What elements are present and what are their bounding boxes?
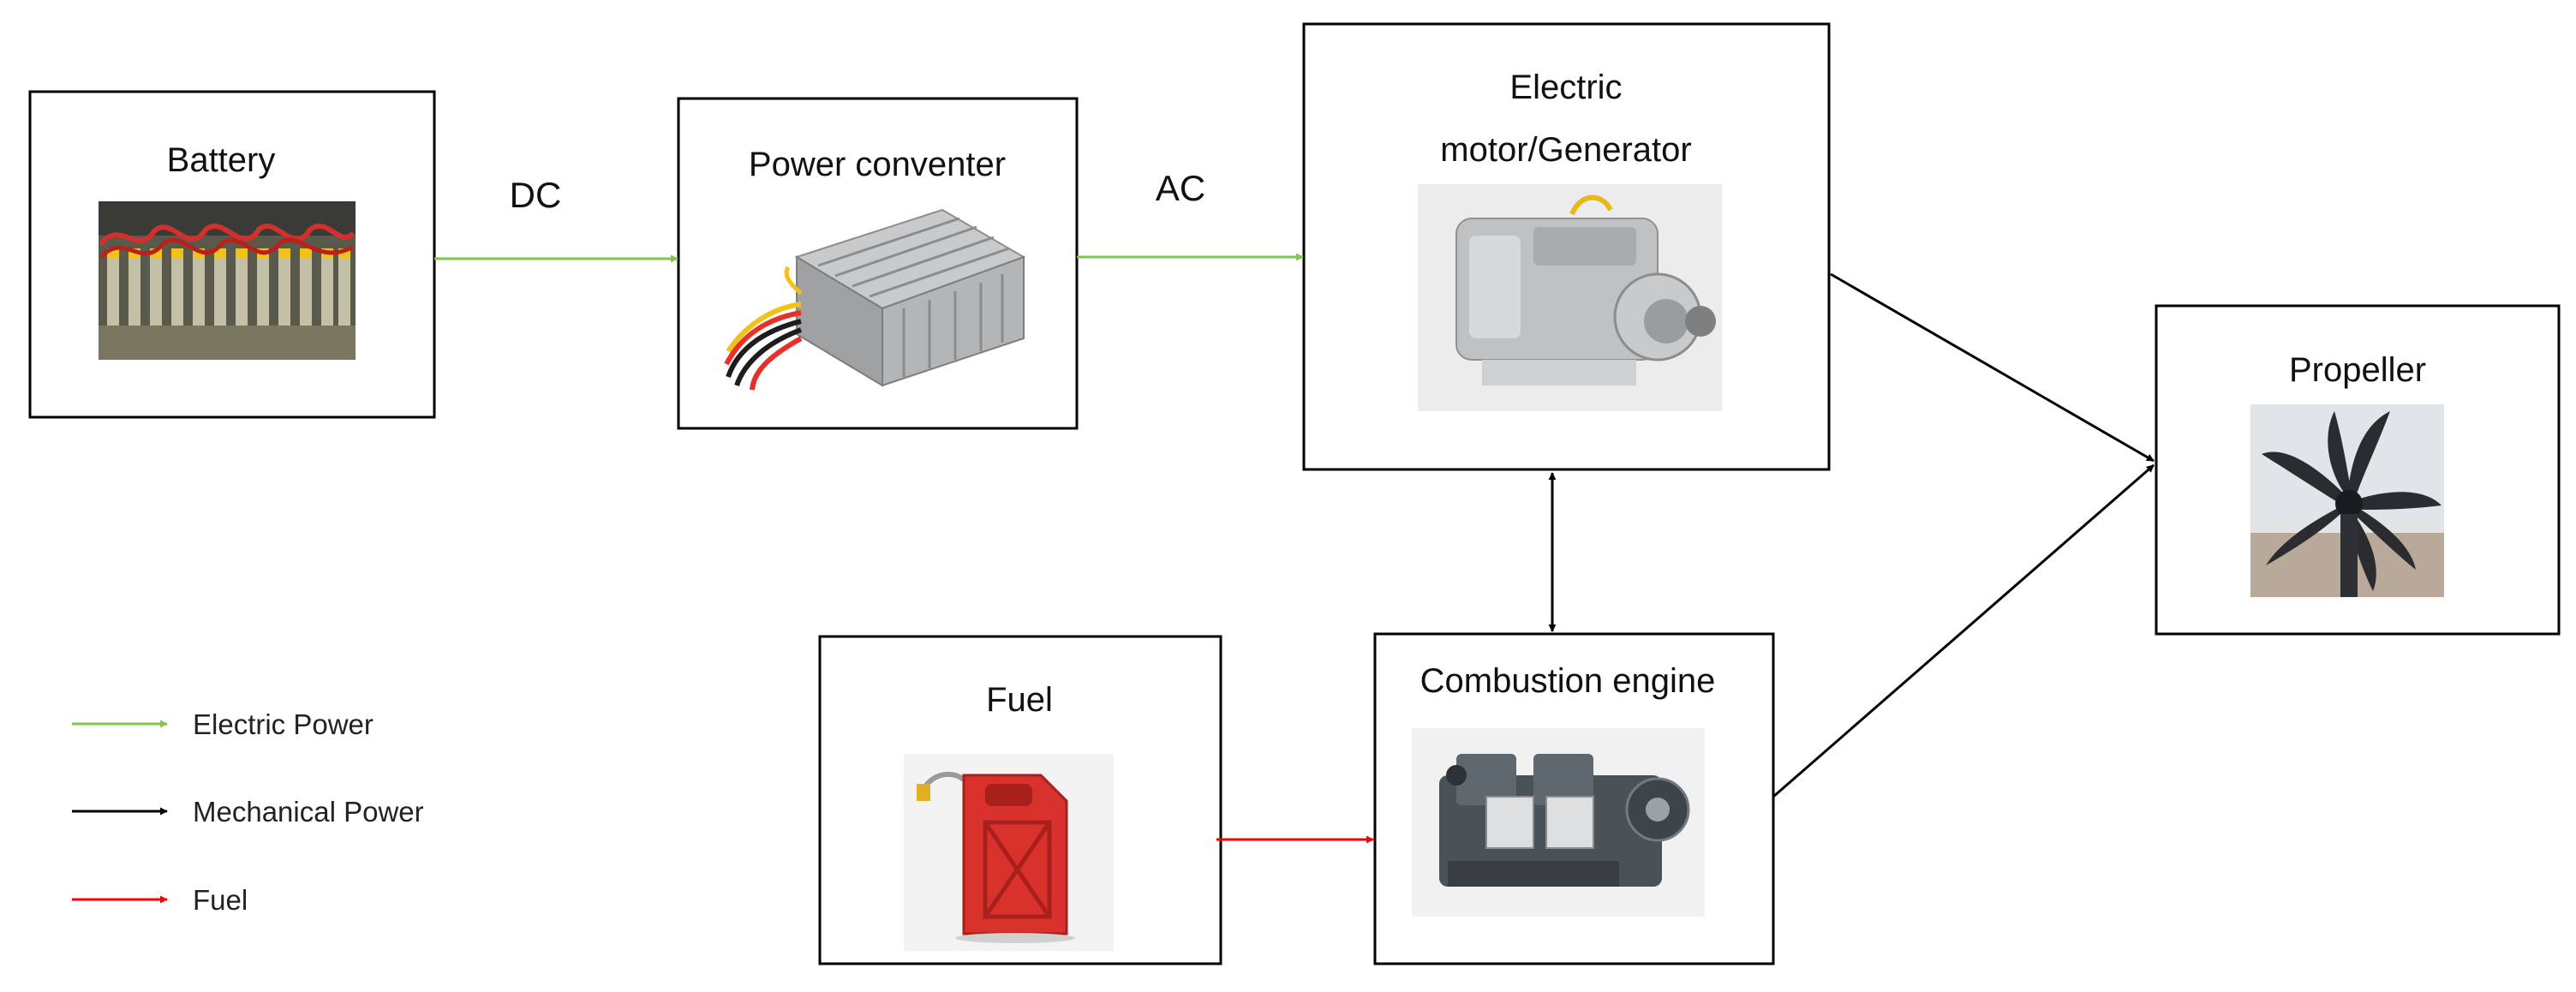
combustion-engine-label: Combustion engine [1420, 662, 1716, 700]
legend-item-electric: Electric Power [72, 708, 374, 740]
legend-label-electric: Electric Power [193, 708, 374, 740]
edge-engine-to-propeller [1772, 463, 2155, 798]
node-electric-motor: Electric motor/Generator [1302, 22, 1831, 471]
propeller-icon [2250, 404, 2444, 597]
edge-label-dc: DC [510, 175, 562, 215]
combustion-engine-icon [1412, 728, 1705, 917]
propeller-label: Propeller [2289, 351, 2426, 389]
legend-label-mechanical: Mechanical Power [193, 796, 424, 828]
node-propeller: Propeller [2155, 304, 2561, 636]
node-battery: Battery [28, 90, 436, 419]
legend-label-fuel: Fuel [193, 884, 248, 916]
node-fuel: Fuel [818, 635, 1222, 965]
battery-cells-icon [99, 201, 356, 360]
electric-motor-icon [1418, 184, 1722, 411]
legend-item-fuel: Fuel [72, 884, 248, 916]
fuel-jerrycan-icon [904, 754, 1114, 951]
edge-motor-to-propeller [1830, 272, 2155, 463]
legend: Electric Power Mechanical Power Fuel [72, 708, 424, 916]
power-converter-icon [724, 208, 1026, 391]
edge-label-ac: AC [1156, 168, 1205, 208]
electric-motor-label-line1: Electric [1509, 69, 1622, 106]
power-converter-label: Power conventer [749, 146, 1006, 183]
node-combustion-engine: Combustion engine [1373, 632, 1775, 965]
node-power-converter: Power conventer [677, 97, 1079, 430]
battery-label: Battery [167, 141, 276, 179]
fuel-label: Fuel [986, 681, 1053, 719]
electric-motor-label-line2: motor/Generator [1440, 131, 1691, 169]
legend-item-mechanical: Mechanical Power [72, 796, 424, 828]
